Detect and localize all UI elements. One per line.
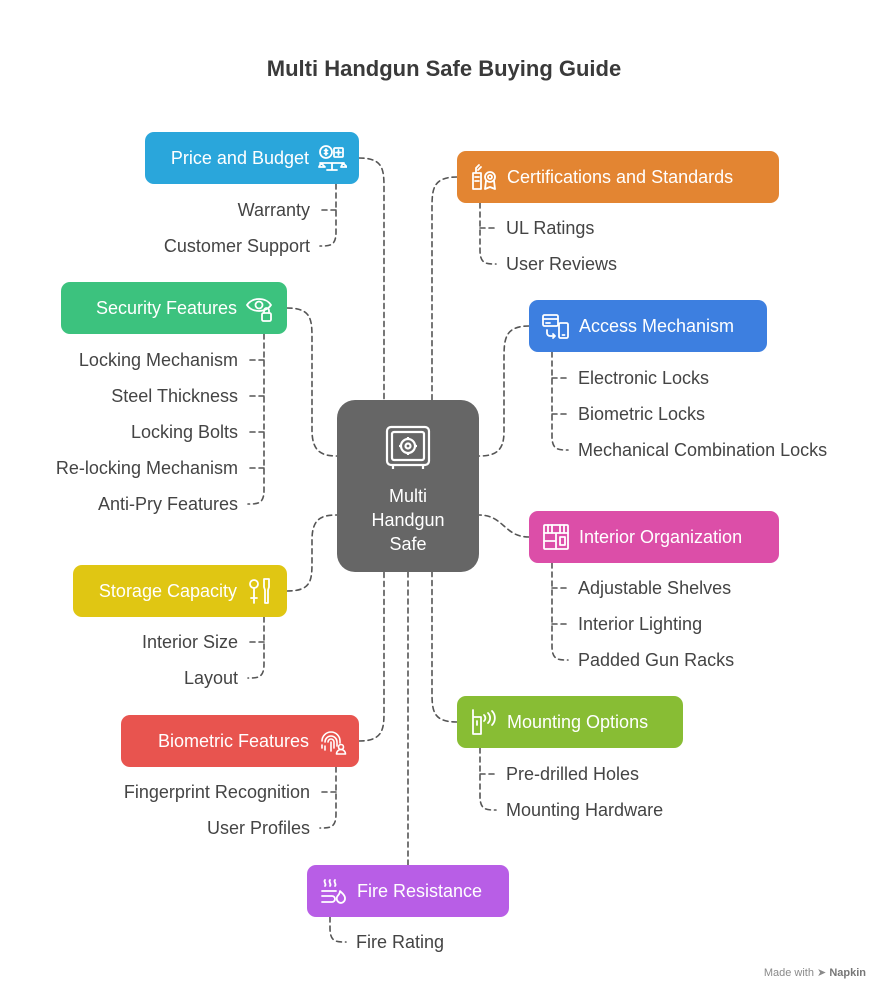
branch-label: Fire Resistance xyxy=(357,880,483,901)
list-item: Anti-Pry Features xyxy=(97,494,238,514)
branch-biometric-features: Biometric Features xyxy=(121,715,359,767)
list-item: Biometric Locks xyxy=(578,404,706,424)
branch-label: Price and Budget xyxy=(170,147,309,168)
branch-label: Access Mechanism xyxy=(579,315,735,336)
branch-label: Certifications and Standards xyxy=(507,166,734,187)
list-item: UL Ratings xyxy=(506,218,595,238)
wall-mount-icon xyxy=(467,705,501,739)
card-phone-icon xyxy=(539,309,573,343)
list-item: Mechanical Combination Locks xyxy=(578,440,828,460)
napkin-logo-icon: ➤ xyxy=(817,967,827,979)
list-item: User Profiles xyxy=(206,818,310,838)
branch-price-and-budget: Price and Budget xyxy=(145,132,359,184)
branch-label: Biometric Features xyxy=(157,730,309,751)
list-item: Adjustable Shelves xyxy=(578,578,732,598)
list-item: Fingerprint Recognition xyxy=(123,782,310,802)
tools-icon xyxy=(243,574,277,608)
list-item: Electronic Locks xyxy=(578,368,710,388)
list-item: Mounting Hardware xyxy=(506,800,664,820)
list-item: Locking Mechanism xyxy=(78,350,238,370)
fingerprint-user-icon xyxy=(315,724,349,758)
branch-access-mechanism: Access Mechanism xyxy=(529,300,767,352)
list-item: User Reviews xyxy=(506,254,618,274)
list-item: Warranty xyxy=(237,200,310,220)
diagram-title: Multi Handgun Safe Buying Guide xyxy=(266,56,622,81)
branch-security-features: Security Features xyxy=(61,282,287,334)
branch-interior-organization: Interior Organization xyxy=(529,511,779,563)
list-item: Interior Lighting xyxy=(578,614,703,634)
list-item: Re-locking Mechanism xyxy=(55,458,238,478)
list-item: Customer Support xyxy=(163,236,310,256)
eye-lock-icon xyxy=(243,291,277,325)
napkin-watermark: Made with ➤ Napkin xyxy=(764,966,866,979)
central-node-label: Multi Handgun Safe xyxy=(371,486,445,554)
heat-icon xyxy=(317,874,351,908)
branch-label: Mounting Options xyxy=(507,711,649,732)
napkin-brand: Napkin xyxy=(829,967,866,979)
branch-fire-resistance: Fire Resistance xyxy=(307,865,509,917)
safe-icon xyxy=(382,422,434,474)
branch-label: Interior Organization xyxy=(579,526,743,547)
money-scale-icon xyxy=(315,141,349,175)
branch-label: Security Features xyxy=(95,297,237,318)
made-with-text: Made with xyxy=(763,967,814,979)
list-item: Steel Thickness xyxy=(111,386,238,406)
list-item: Layout xyxy=(183,668,238,688)
list-item: Fire Rating xyxy=(356,932,445,952)
list-item: Padded Gun Racks xyxy=(578,650,735,670)
branch-certifications-and-standards: Certifications and Standards xyxy=(457,151,779,203)
central-node: Multi Handgun Safe xyxy=(337,400,479,572)
branch-storage-capacity: Storage Capacity xyxy=(73,565,287,617)
shelves-icon xyxy=(539,520,573,554)
list-item: Interior Size xyxy=(141,632,238,652)
branch-mounting-options: Mounting Options xyxy=(457,696,683,748)
list-item: Pre-drilled Holes xyxy=(506,764,640,784)
list-item: Locking Bolts xyxy=(130,422,238,442)
branch-label: Storage Capacity xyxy=(98,580,237,601)
certificate-icon xyxy=(467,160,501,194)
